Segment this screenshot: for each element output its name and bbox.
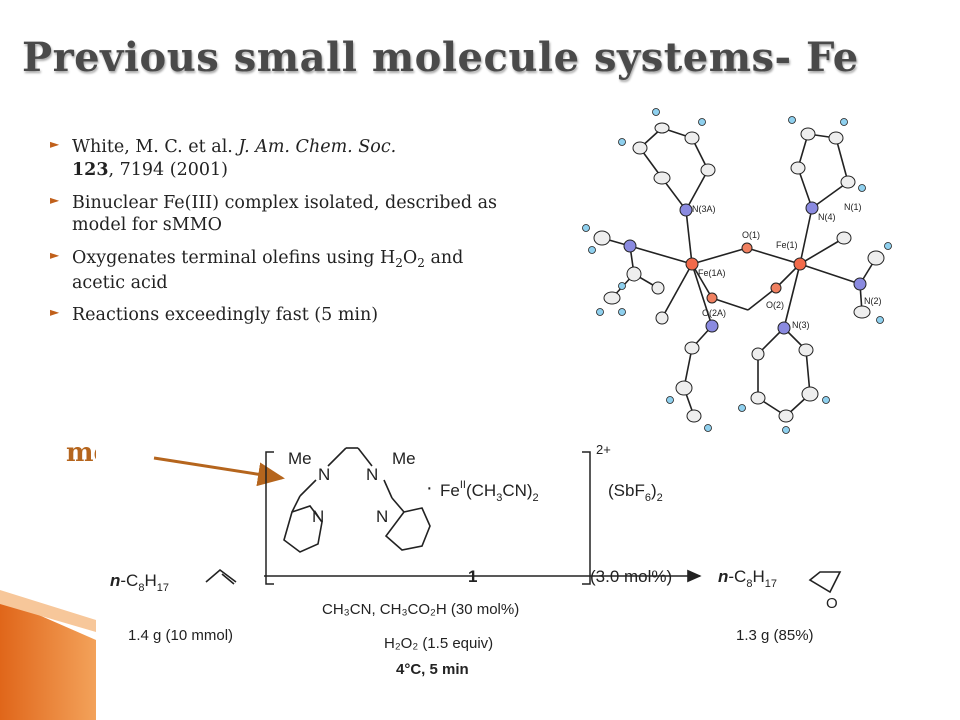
citation-pages-year: , 7194 (2001) — [108, 159, 228, 180]
nitrogen-atoms — [623, 201, 867, 335]
orange-swoosh-shape — [0, 598, 96, 720]
ligand-me-right: Me — [392, 449, 416, 468]
atom-label: N(2) — [864, 296, 882, 306]
subscript: 2 — [657, 492, 663, 504]
complex-charge: 2+ — [596, 442, 611, 457]
crystal-bonds — [601, 127, 877, 417]
atom-label: N(4) — [818, 212, 836, 222]
counterion-formula: (SbF6)2 — [608, 481, 663, 504]
subscript: 2 — [417, 256, 425, 270]
carbon-ellipsoids — [593, 122, 885, 423]
bullet-oxygenates-text-end: and acetic acid — [72, 248, 464, 293]
adduct-dot: · — [426, 477, 433, 499]
atom-label: N(3) — [792, 320, 810, 330]
atom-label: Fe(1A) — [698, 268, 726, 278]
bullet-arrow-icon: ► — [50, 248, 60, 262]
counterion-text: (SbF — [608, 481, 645, 500]
bullet-binuclear: ► Binuclear Fe(III) complex isolated, de… — [50, 192, 510, 238]
atom-label: O(1) — [742, 230, 760, 240]
ligand-labels: Me N Me N N N — [288, 449, 416, 526]
product-formula: n-C8H17 — [718, 567, 777, 590]
bullet-list: ► White, M. C. et al. J. Am. Chem. Soc. … — [50, 136, 510, 337]
reaction-scheme: Me N Me N N N 2+ · FeII(CH3CN)2 (SbF6)2 … — [96, 436, 856, 720]
oxygen-atoms — [706, 242, 782, 304]
substrate-text: -C — [120, 571, 138, 590]
subscript: 8 — [746, 578, 752, 590]
reaction-conditions: 4°C, 5 min — [396, 661, 469, 678]
bullet-reaction-speed: ► Reactions exceedingly fast (5 min) — [50, 304, 510, 327]
iron-atoms — [685, 257, 807, 271]
mep-pointer-arrow — [153, 456, 285, 487]
alkene-bond — [205, 568, 237, 583]
citation-volume: 123 — [72, 159, 109, 180]
fe-formula: FeII(CH3CN)2 — [440, 479, 539, 504]
atom-label: N(3A) — [692, 204, 716, 214]
atom-label: O(2) — [766, 300, 784, 310]
bullet-oxygenates-text-mid: O — [402, 248, 418, 268]
bullet-arrow-icon: ► — [50, 192, 60, 207]
reagents-line-2: H₂O₂ (1.5 equiv) — [384, 635, 493, 652]
substrate-prefix: n — [110, 571, 120, 590]
product-text: -C — [728, 567, 746, 586]
epoxide-ring — [808, 571, 842, 594]
subscript: 2 — [533, 492, 539, 504]
citation-authors: White, M. C. et al. — [72, 137, 239, 157]
counterion-text: ) — [651, 481, 657, 500]
left-bracket — [265, 451, 274, 585]
subscript: 8 — [138, 582, 144, 594]
subscript: 17 — [765, 578, 777, 590]
slide-title: Previous small molecule systems- Fe — [22, 34, 859, 81]
atom-label: O(2A) — [702, 308, 726, 318]
product-amount: 1.3 g (85%) — [736, 627, 814, 644]
substrate-text: H — [144, 571, 156, 590]
atom-label: N(1) — [844, 202, 862, 212]
light-swoosh-shape — [0, 590, 96, 632]
bullet-oxygenates: ► Oxygenates terminal olefins using H2O2… — [50, 247, 510, 294]
epoxide-oxygen: O — [826, 595, 838, 612]
atom-labels: N(3A) O(1) Fe(1) N(4) N(1) Fe(1A) O(2A) … — [692, 202, 882, 330]
substrate-formula: n-C8H17 — [110, 571, 169, 594]
alkene-double-bond — [221, 573, 235, 585]
product-prefix: n — [718, 567, 728, 586]
subscript: 17 — [157, 582, 169, 594]
ligand-n-right: N — [366, 465, 378, 484]
subscript: 3 — [496, 492, 502, 504]
right-bracket — [582, 451, 591, 585]
fe-ligand-text: CN) — [502, 481, 532, 500]
hydrogen-atoms — [582, 108, 892, 434]
bullet-arrow-icon: ► — [50, 137, 60, 151]
bullet-arrow-icon: ► — [50, 305, 60, 320]
subscript: 2 — [395, 256, 403, 270]
reagents-line-1: CH₃CN, CH₃CO₂H (30 mol%) — [322, 601, 519, 618]
citation-journal: J. Am. Chem. Soc. — [238, 137, 397, 157]
product-text: H — [752, 567, 764, 586]
bullet-oxygenates-text-start: Oxygenates terminal olefins using H — [72, 248, 396, 268]
crystal-structure-image: N(3A) O(1) Fe(1) N(4) N(1) Fe(1A) O(2A) … — [562, 98, 892, 434]
fe-oxidation-state: II — [460, 479, 466, 491]
bullet-citation: ► White, M. C. et al. J. Am. Chem. Soc. … — [50, 136, 510, 182]
bullet-reaction-speed-text: Reactions exceedingly fast (5 min) — [72, 305, 379, 326]
complex-formula: 2+ · FeII(CH3CN)2 (SbF6)2 1 (3.0 mol%) — [426, 442, 672, 586]
fe-symbol: Fe — [440, 481, 460, 500]
pyridine-n-left: N — [312, 507, 324, 526]
bullet-binuclear-text: Binuclear Fe(III) complex isolated, desc… — [72, 192, 498, 236]
ligand-n-left: N — [318, 465, 330, 484]
subscript: 6 — [645, 492, 651, 504]
ligand-me-left: Me — [288, 449, 312, 468]
pyridine-n-right: N — [376, 507, 388, 526]
atom-label: Fe(1) — [776, 240, 798, 250]
mep-ligand-structure — [283, 447, 431, 553]
substrate-amount: 1.4 g (10 mmol) — [128, 627, 233, 644]
fe-ligand-text: (CH — [466, 481, 496, 500]
